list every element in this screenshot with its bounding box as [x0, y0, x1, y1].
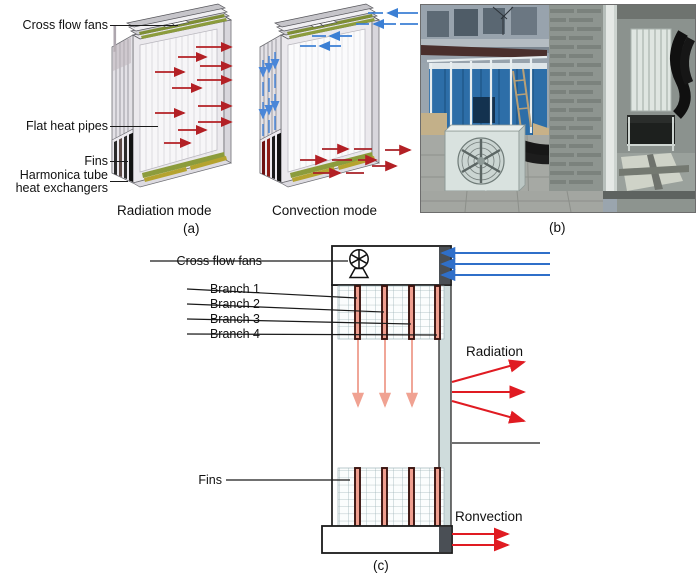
panel-a-diagram [0, 0, 418, 200]
cross-flow-fan-icon [348, 249, 370, 279]
label-flat-heat-pipes-a: Flat heat pipes [26, 119, 108, 133]
top-fin-branch-block [337, 285, 445, 340]
photo-render [421, 5, 695, 212]
air-inlet-arrows [440, 246, 550, 282]
panel-b-photograph [420, 4, 696, 213]
label-harmonica-tube-line1-a: Harmonica tube [19, 168, 108, 182]
leader-fins-a [110, 161, 128, 163]
internal-flow-arrows [351, 340, 419, 408]
panel-caption-c: (c) [373, 558, 389, 573]
label-convection-c: Ronvection [455, 509, 523, 524]
panel-caption-a: (a) [183, 221, 200, 236]
panel-a-convection-unit [258, 3, 418, 188]
leader-cross-flow-fans-a [110, 25, 178, 27]
label-fins-a: Fins [84, 154, 108, 168]
label-cross-flow-fans-c: Cross flow fans [176, 254, 262, 268]
label-fins-c: Fins [198, 473, 222, 487]
panel-a-radiation-unit [111, 3, 233, 188]
panel-caption-b: (b) [549, 220, 566, 235]
bottom-fin-block [337, 467, 445, 527]
label-branch-3: Branch 3 [209, 312, 260, 326]
subpanel-title-radiation-mode: Radiation mode [117, 203, 212, 218]
panel-c-leaders [150, 260, 540, 481]
radiation-arrows [451, 359, 527, 424]
label-branch-1: Branch 1 [209, 282, 260, 296]
convection-arrows [452, 527, 510, 552]
label-radiation-c: Radiation [466, 344, 524, 359]
label-harmonica-tube-line2-a: heat exchangers [15, 181, 108, 195]
panel-c-diagram [150, 240, 550, 560]
label-branch-4: Branch 4 [209, 327, 260, 341]
subpanel-title-convection-mode: Convection mode [272, 203, 378, 218]
leader-harmonica-tube-a [110, 181, 128, 183]
label-cross-flow-fans-a: Cross flow fans [22, 18, 108, 32]
leader-flat-heat-pipes-a [110, 126, 158, 128]
label-branch-2: Branch 2 [209, 297, 260, 311]
